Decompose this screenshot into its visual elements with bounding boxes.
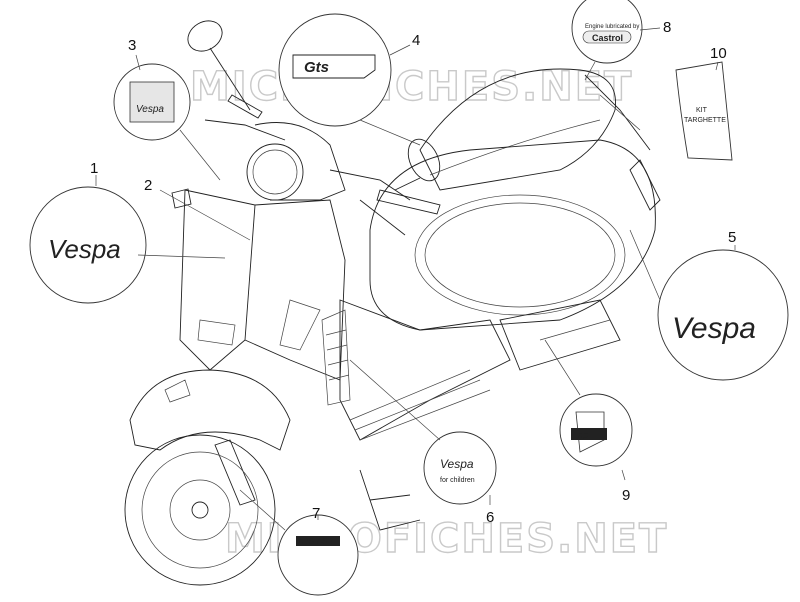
callout-1[interactable]: Vespa 1 xyxy=(29,160,226,304)
scooter-drawing xyxy=(124,20,661,586)
callout-9-number: 9 xyxy=(622,487,630,504)
callout-6-bubble xyxy=(423,431,497,505)
callout-4[interactable]: Gts 4 xyxy=(278,13,420,146)
callout-10-line1: KIT xyxy=(696,107,708,114)
callout-2-number: 2 xyxy=(144,177,152,194)
callout-8-decal xyxy=(582,30,632,44)
callout-7-logo: ABS-ASR xyxy=(298,537,333,546)
callout-4-number: 4 xyxy=(412,32,420,49)
callout-5[interactable]: Vespa 5 xyxy=(629,229,789,381)
callout-2[interactable]: 2 xyxy=(144,177,251,241)
callout-5-logo: Vespa xyxy=(672,312,756,345)
callout-4-decal xyxy=(292,54,376,79)
callout-3-badge xyxy=(129,81,175,123)
callout-7-number: 7 xyxy=(312,505,320,522)
callout-4-logo: Gts xyxy=(304,59,329,76)
callout-9-badge xyxy=(571,428,607,440)
callout-9[interactable]: hp 9 xyxy=(544,339,633,504)
callout-7[interactable]: ABS-ASR 7 xyxy=(239,489,359,596)
callout-6-logo: Vespa xyxy=(440,457,474,471)
callout-8[interactable]: Engine lubricated by Castrol 8 xyxy=(571,0,671,81)
watermark-top: MICROFICHES.NET xyxy=(190,64,633,110)
callout-3[interactable]: Vespa 3 xyxy=(113,37,221,181)
callout-1-bubble xyxy=(29,186,147,304)
callout-8-logo: Castrol xyxy=(592,33,623,43)
callout-6-text: for children xyxy=(440,477,475,484)
callout-1-logo: Vespa xyxy=(48,234,121,264)
callout-5-number: 5 xyxy=(728,229,736,246)
callout-9-logo: hp xyxy=(578,430,588,440)
callout-8-number: 8 xyxy=(663,19,671,36)
callout-10-line2: TARGHETTE xyxy=(684,117,726,124)
callout-7-decal xyxy=(296,536,340,546)
callout-3-logo: Vespa xyxy=(136,104,164,115)
callout-5-bubble xyxy=(657,249,789,381)
callout-7-bubble xyxy=(277,514,359,596)
callout-3-number: 3 xyxy=(128,37,136,54)
callout-6[interactable]: Vespa for children 6 xyxy=(349,359,497,526)
callout-1-number: 1 xyxy=(90,160,98,177)
callout-10[interactable]: KIT TARGHETTE 10 xyxy=(675,45,733,161)
callout-10-number: 10 xyxy=(710,45,727,62)
callout-6-number: 6 xyxy=(486,509,494,526)
callout-2-decal xyxy=(171,188,192,209)
callout-10-packet xyxy=(675,61,733,161)
callout-8-caption: Engine lubricated by xyxy=(585,24,639,30)
